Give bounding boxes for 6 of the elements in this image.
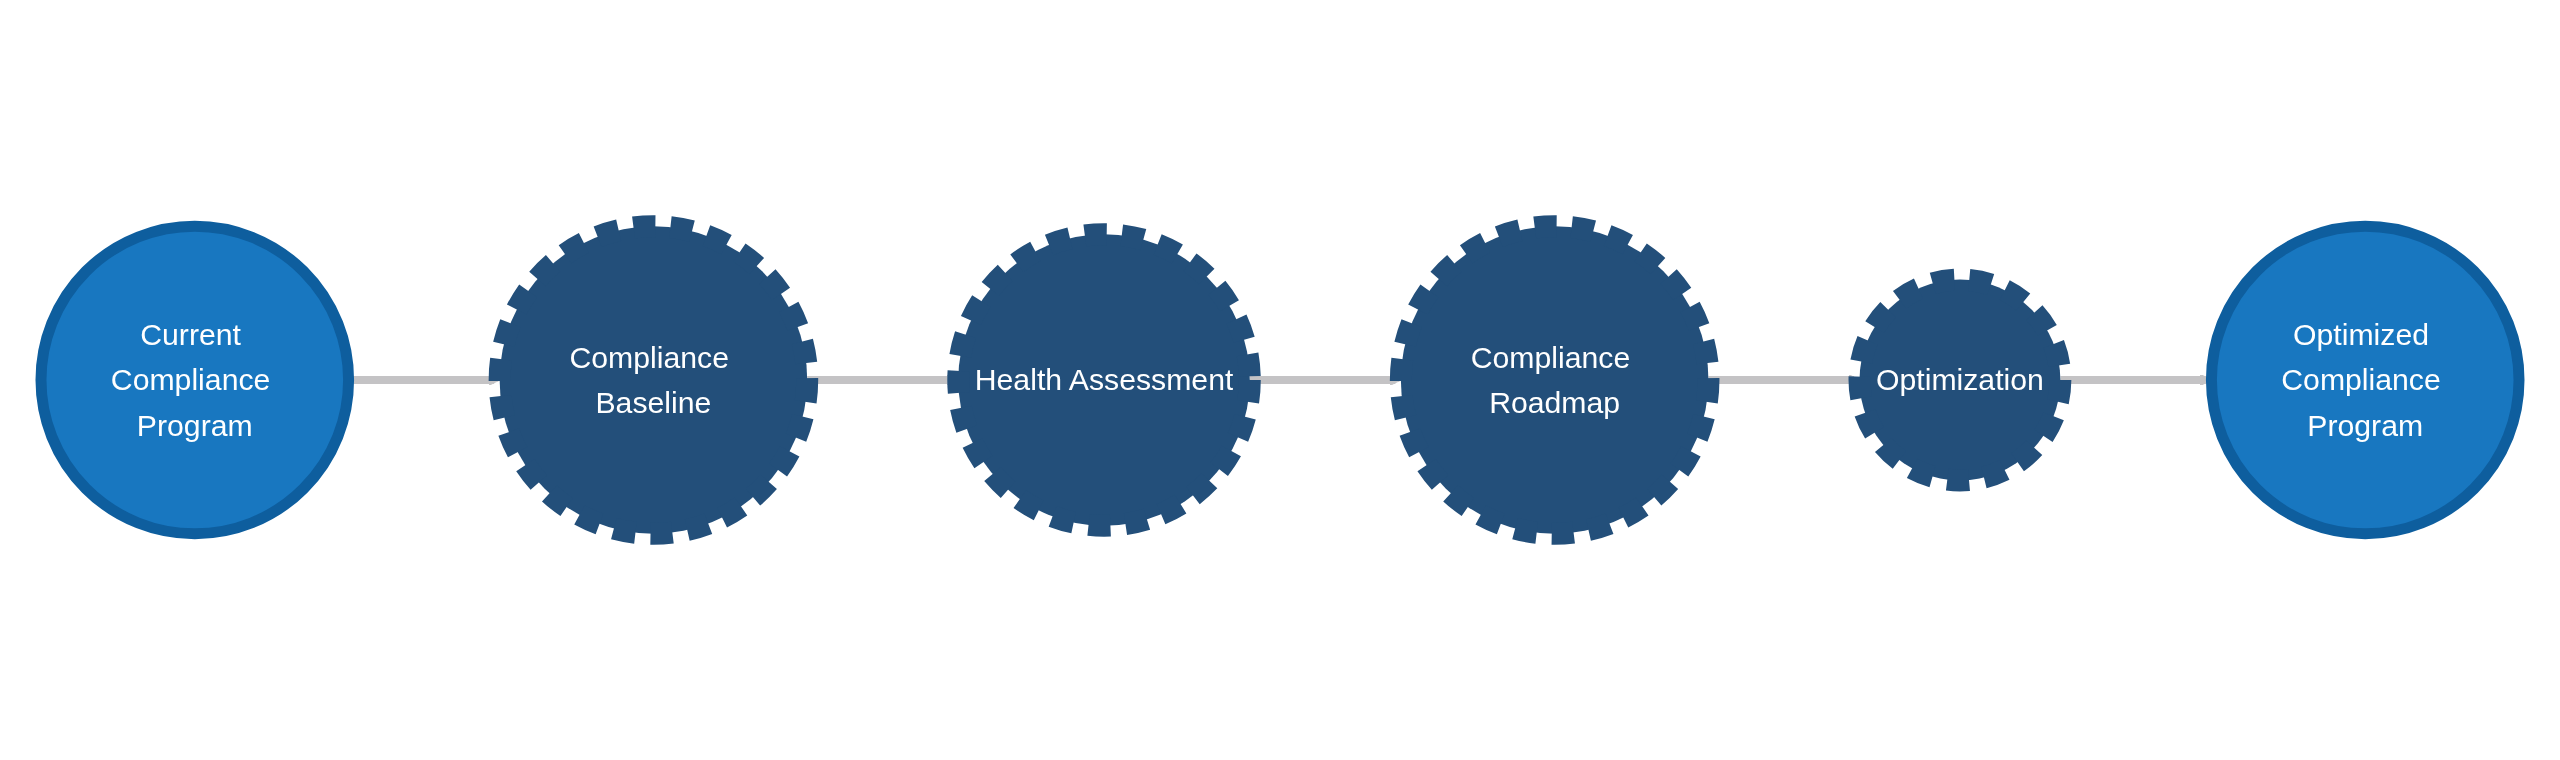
node-circle: Compliance Roadmap [1389,215,1720,545]
node-circle: Current Compliance Program [35,220,355,540]
node-circle: Optimized Compliance Program [2205,220,2525,540]
node-circle: Compliance Baseline [488,215,819,545]
node-circle: Health Assessment [947,223,1261,537]
node-circle: Optimization [1848,268,2072,492]
